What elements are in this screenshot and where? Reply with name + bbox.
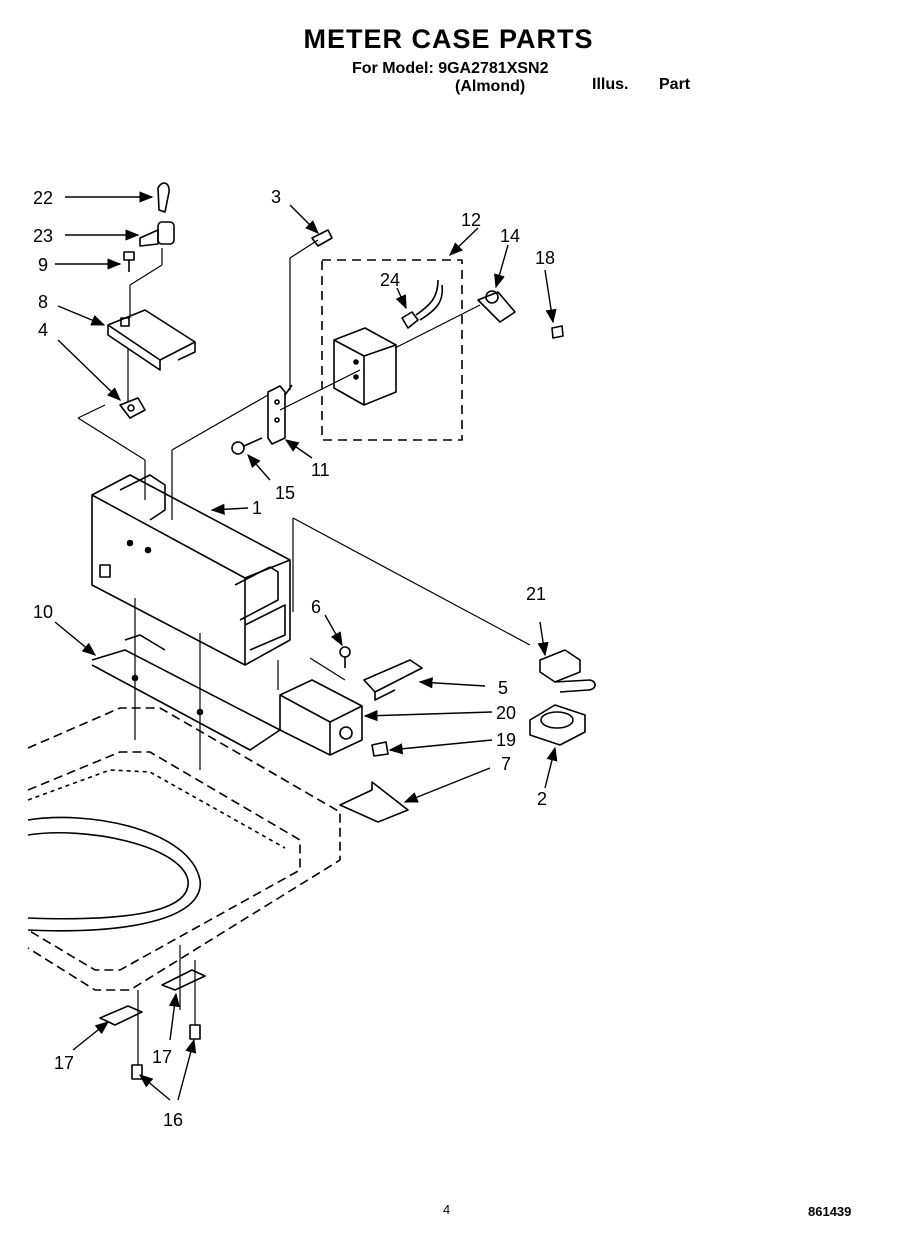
switch-19 (371, 741, 389, 757)
callout-5: 5 (498, 678, 508, 698)
bracket-11 (267, 384, 293, 445)
bracket-10 (91, 634, 281, 751)
page-number: 4 (443, 1202, 451, 1217)
callout-labels: 22 23 9 8 4 3 12 14 18 24 11 15 1 10 6 2… (33, 187, 555, 1130)
retainer-4 (119, 397, 146, 419)
callout-17-right: 17 (152, 1047, 172, 1067)
document-number: 861439 (808, 1204, 852, 1219)
callout-6: 6 (311, 597, 321, 617)
callout-22: 22 (33, 188, 53, 208)
meter-case (91, 474, 291, 666)
callout-16: 16 (163, 1110, 183, 1130)
screw-15 (231, 437, 263, 455)
switch-23 (139, 221, 175, 247)
callout-15: 15 (275, 483, 295, 503)
callout-18: 18 (535, 248, 555, 268)
box-20 (279, 679, 363, 756)
page-title: METER CASE PARTS (303, 24, 594, 54)
callout-2: 2 (537, 789, 547, 809)
callout-20: 20 (496, 703, 516, 723)
model-finish: (Almond) (455, 78, 526, 95)
callout-21: 21 (526, 584, 546, 604)
callout-8: 8 (38, 292, 48, 312)
bracket-21 (539, 649, 596, 693)
callout-3: 3 (271, 187, 281, 207)
bracket-17-right (161, 969, 206, 991)
callout-23: 23 (33, 226, 53, 246)
callout-19: 19 (496, 730, 516, 750)
screw-6 (339, 646, 351, 668)
callout-7: 7 (501, 754, 511, 774)
plate-8 (107, 309, 196, 371)
hinge-5 (363, 659, 423, 701)
plate-7 (339, 781, 409, 823)
washer-top-panel (27, 707, 341, 991)
illus-column-label: Illus. (592, 76, 629, 93)
callout-14: 14 (500, 226, 520, 246)
guide-lines (77, 239, 531, 1065)
callout-10: 10 (33, 602, 53, 622)
cup-2 (529, 704, 586, 746)
callout-17-left: 17 (54, 1053, 74, 1073)
callout-4: 4 (38, 320, 48, 340)
callout-1: 1 (252, 498, 262, 518)
cord-24 (401, 279, 444, 329)
callout-12: 12 (461, 210, 481, 230)
clip-14 (477, 290, 516, 323)
callout-11: 11 (311, 460, 330, 480)
meter-assembly-12 (321, 259, 463, 441)
screw-16-right (189, 1024, 201, 1040)
callout-24: 24 (380, 270, 400, 290)
knob-22 (157, 182, 170, 213)
screw-9 (123, 251, 135, 272)
model-number: For Model: 9GA2781XSN2 (352, 60, 549, 77)
bracket-17-left (99, 1005, 143, 1026)
part-column-label: Part (659, 76, 691, 93)
callout-9: 9 (38, 255, 48, 275)
screw-18 (551, 325, 564, 339)
screw-16-left (131, 1064, 143, 1080)
screw-3 (311, 229, 333, 247)
callout-arrows (54, 191, 558, 1101)
